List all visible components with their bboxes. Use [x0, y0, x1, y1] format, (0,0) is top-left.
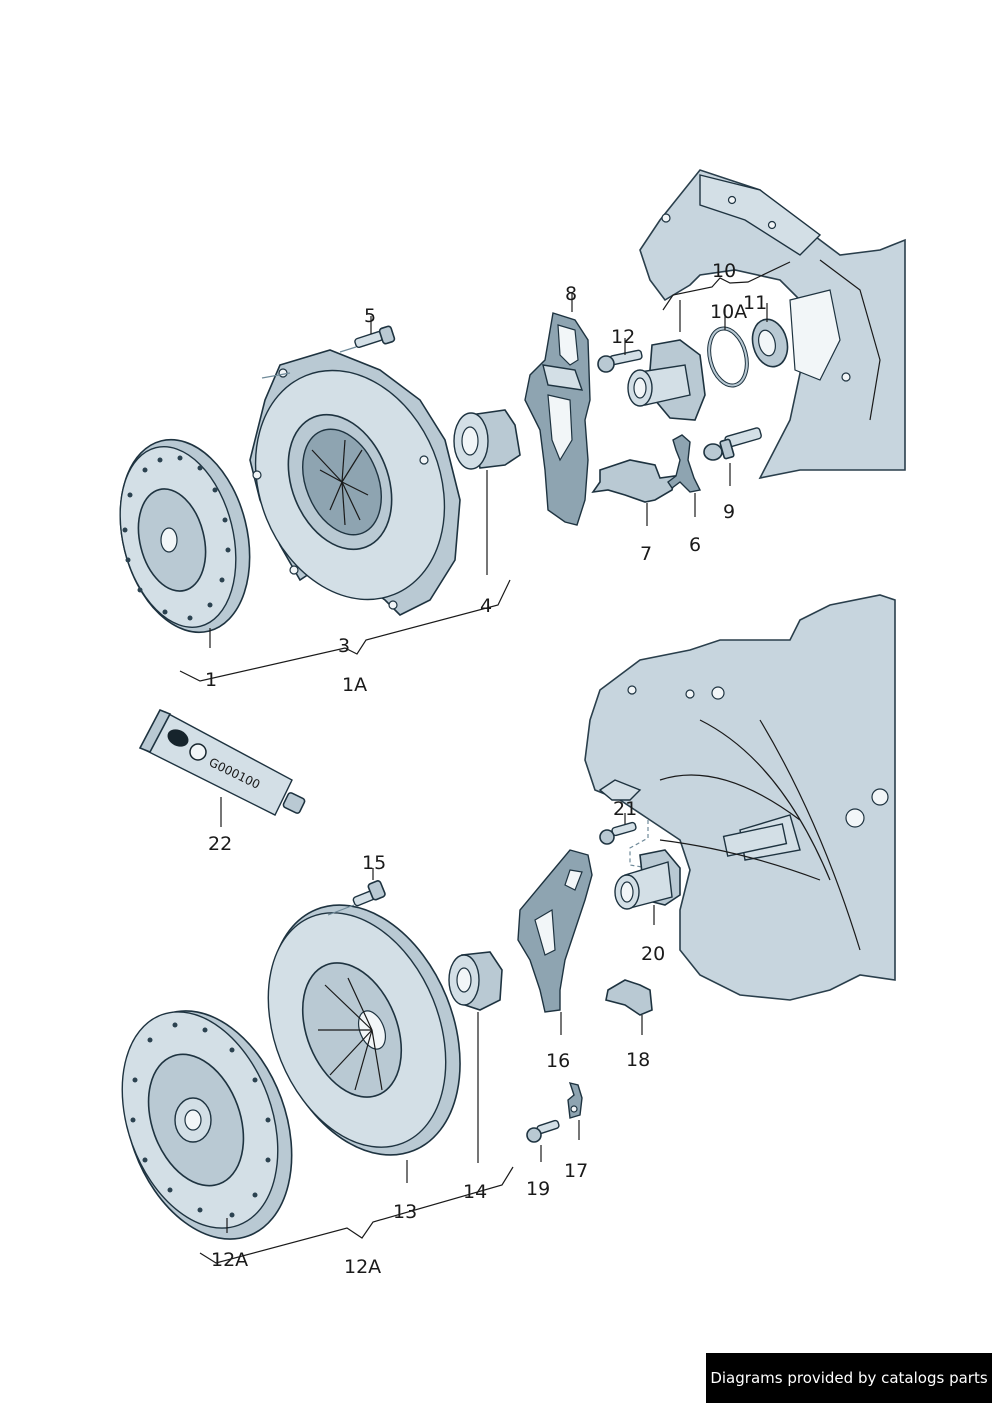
credit-text: Diagrams provided by catalogs parts: [710, 1369, 988, 1387]
label-11: 12: [611, 326, 635, 348]
label-3: 5: [364, 305, 376, 327]
part-3-bolt: [339, 325, 396, 353]
part-10A-shaft-seal: [751, 318, 789, 368]
label-8: 9: [723, 501, 735, 523]
part-2-pressure-plate: [249, 349, 461, 616]
label-2: 3: [338, 635, 350, 657]
part-15-release-bearing: [448, 951, 503, 1011]
label-21: 21: [613, 798, 637, 820]
label-22: 22: [208, 833, 232, 855]
part-19-bolt: [526, 1119, 560, 1143]
part-17-retaining-clip: [567, 1082, 583, 1119]
label-12A: 12A: [344, 1256, 381, 1278]
label-16: 16: [546, 1050, 570, 1072]
label-15: 14: [463, 1181, 487, 1203]
part-11-bolt: [597, 349, 643, 373]
part-8-ball-pin: [703, 427, 762, 461]
label-1: 1: [205, 669, 217, 691]
label-7: 7: [640, 543, 652, 565]
part-labels: 5 8 12 10 10A 11 9 6 7 4 3 1 1A 22 21 15…: [205, 260, 767, 1278]
part-10-gasket: [707, 326, 749, 388]
credit-banner: Diagrams provided by catalogs parts: [706, 1353, 992, 1403]
label-17: 17: [564, 1160, 588, 1182]
label-19: 19: [526, 1178, 550, 1200]
gearbox-housing-upper: [639, 169, 906, 480]
label-1A: 1A: [342, 674, 367, 696]
part-14-bolt: [327, 880, 386, 916]
part-7-bearing-mount: [591, 459, 677, 503]
label-4: 4: [480, 595, 492, 617]
label-14: 15: [362, 852, 386, 874]
part-5-release-lever: [524, 312, 591, 526]
label-10A: 11: [743, 292, 767, 314]
part-22-grease-tube: G000100: [138, 708, 306, 816]
part-16-release-lever: [517, 849, 593, 1013]
part-1-clutch-disc: [119, 438, 251, 634]
label-20: 20: [641, 943, 665, 965]
part-20-guide-sleeve: [614, 849, 681, 910]
label-10: 10A: [710, 301, 747, 323]
part-4-release-bearing: [453, 409, 521, 470]
part-21-bolt: [599, 820, 649, 869]
label-13: 13: [393, 1201, 417, 1223]
part-13-pressure-plate: [267, 904, 461, 1156]
label-12: 12A: [211, 1249, 248, 1271]
part-6-retaining-spring: [667, 434, 702, 493]
part-18-bearing-mount: [605, 979, 653, 1016]
label-6: 6: [689, 534, 701, 556]
gearbox-housing-lower: [584, 594, 896, 1001]
part-9-guide-sleeve: [627, 339, 706, 421]
leader-lines: [179, 261, 791, 1264]
label-5: 8: [565, 283, 577, 305]
label-18: 18: [626, 1049, 650, 1071]
label-9: 10: [712, 260, 736, 282]
part-12-clutch-disc: [121, 1010, 293, 1240]
